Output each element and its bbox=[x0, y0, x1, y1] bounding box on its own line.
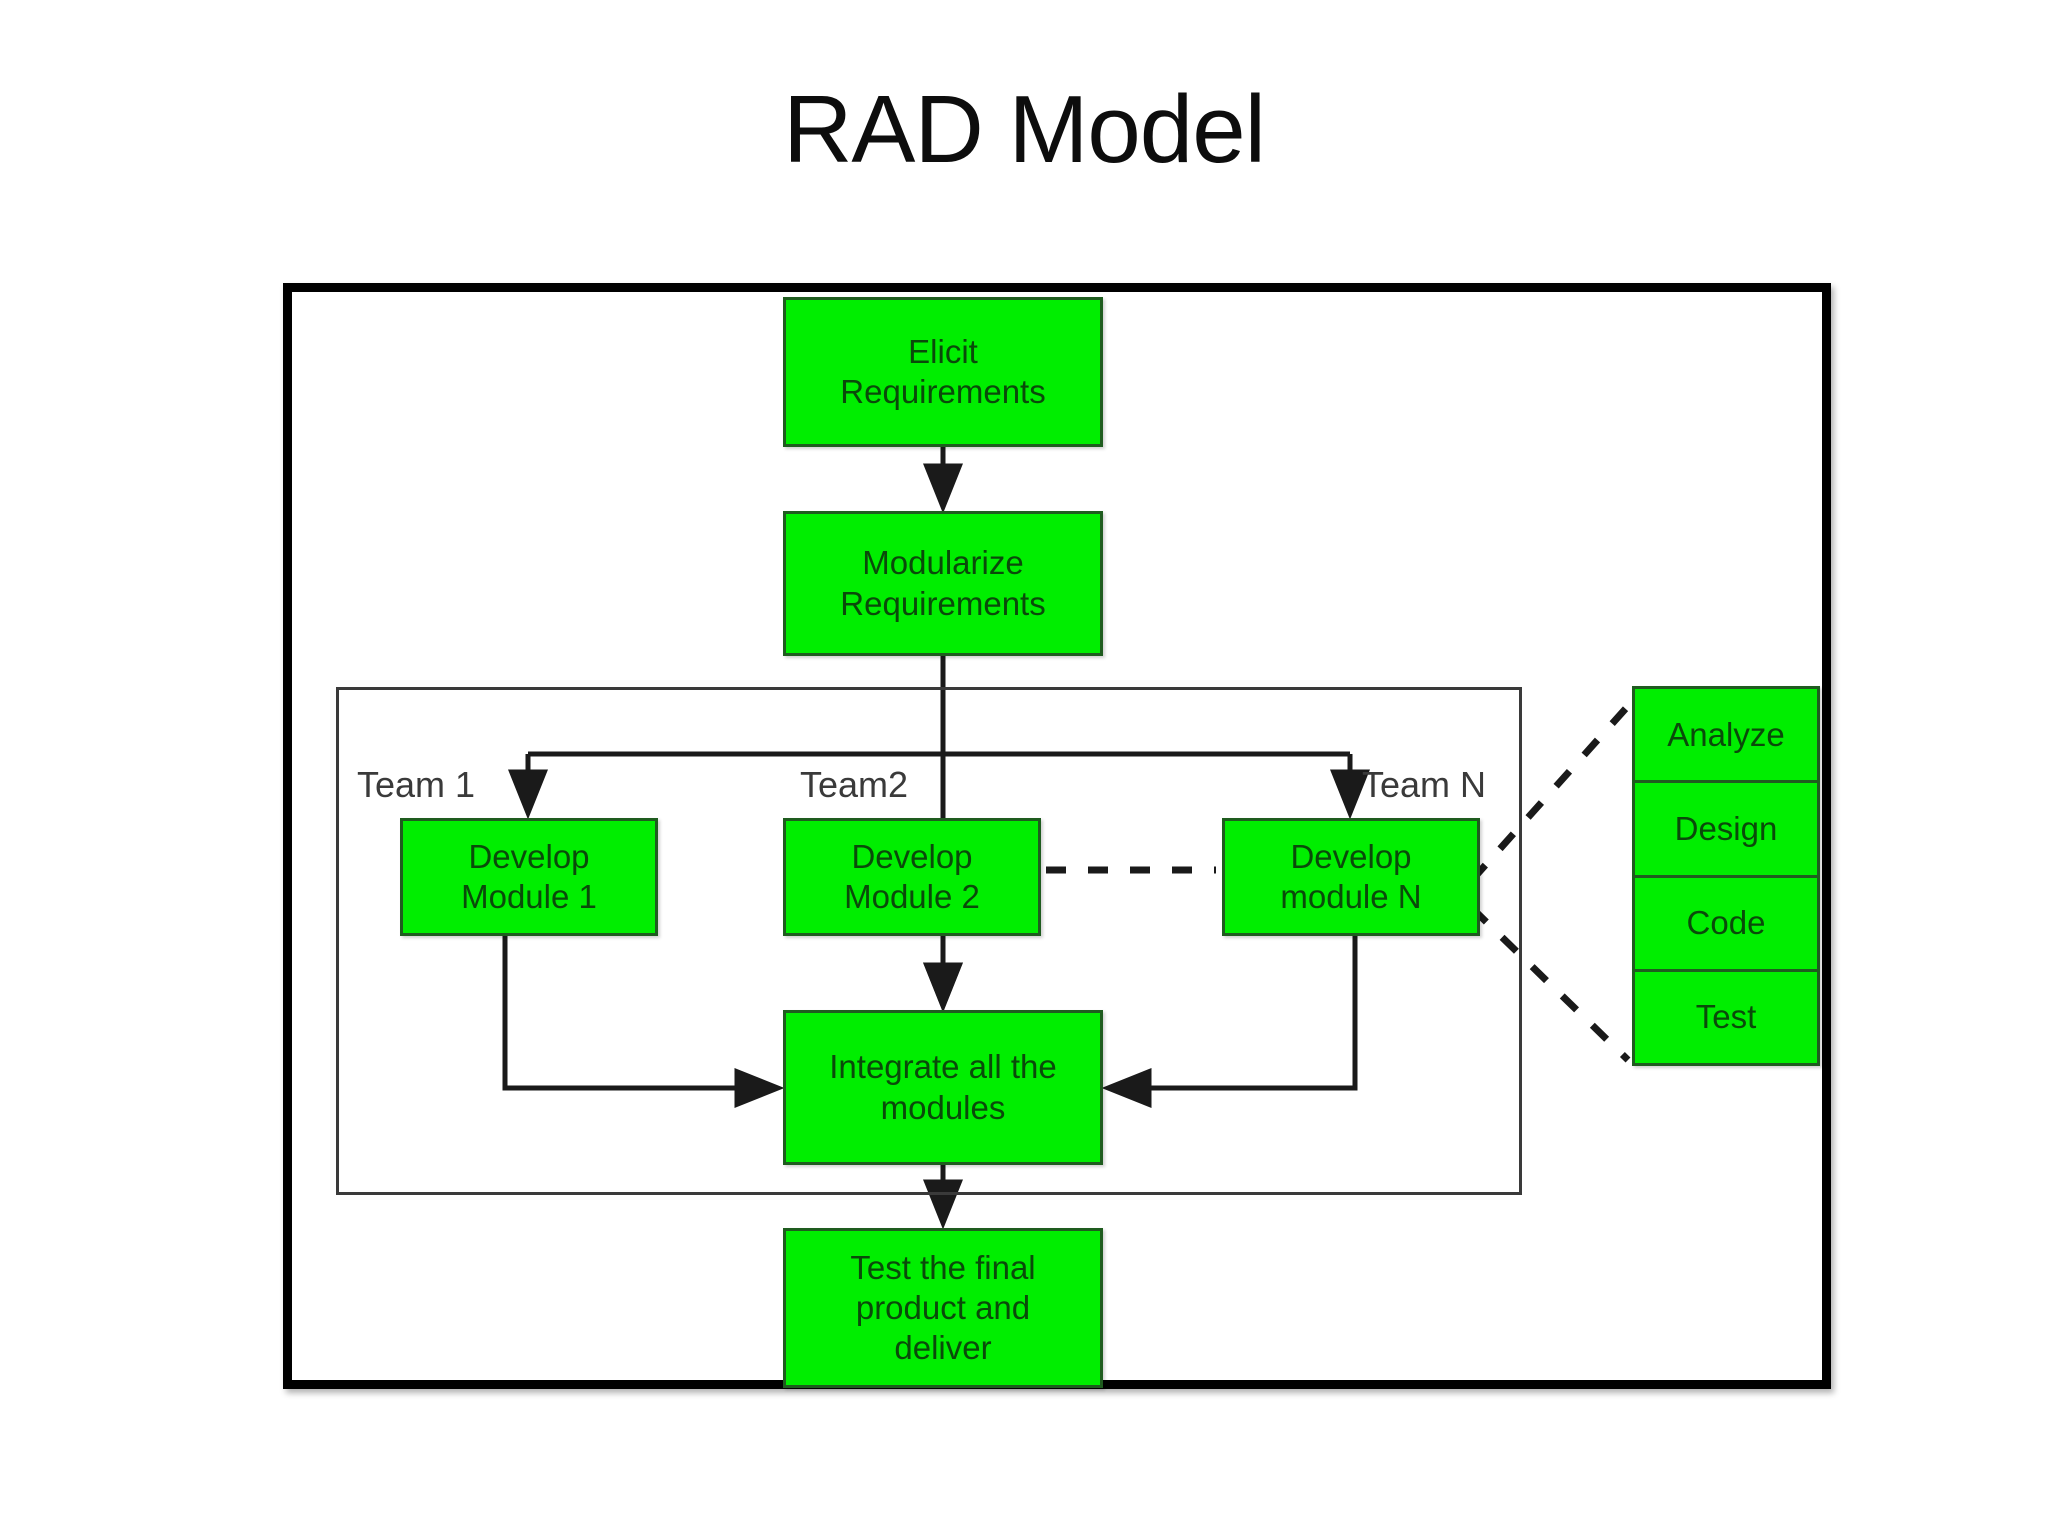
node-develop-module-2[interactable]: Develop Module 2 bbox=[783, 818, 1041, 936]
node-integrate-line1: Integrate all the bbox=[829, 1048, 1057, 1086]
phase-cell-analyze[interactable]: Analyze bbox=[1635, 689, 1817, 784]
node-elicit-requirements[interactable]: Elicit Requirements bbox=[783, 297, 1103, 447]
node-modularize-line1: Modularize bbox=[862, 544, 1024, 582]
node-testfinal-line3: deliver bbox=[894, 1329, 992, 1367]
node-module1-line2: Module 1 bbox=[461, 878, 597, 915]
node-integrate-all-modules[interactable]: Integrate all the modules bbox=[783, 1010, 1103, 1165]
node-module2-line1: Develop bbox=[851, 837, 973, 875]
node-modulen-line1: Develop bbox=[1290, 837, 1412, 875]
phase-cell-test[interactable]: Test bbox=[1695, 998, 1757, 1036]
node-develop-module-1[interactable]: Develop Module 1 bbox=[400, 818, 658, 936]
node-develop-module-n[interactable]: Develop module N bbox=[1222, 818, 1480, 936]
team-label-n: Team N bbox=[1362, 764, 1487, 805]
team-label-1: Team 1 bbox=[357, 764, 476, 805]
node-module1-line1: Develop bbox=[468, 837, 590, 875]
node-modularize-requirements[interactable]: Modularize Requirements bbox=[783, 511, 1103, 656]
phase-stack: Analyze Design Code Test bbox=[1632, 686, 1820, 1066]
node-elicit-line2: Requirements bbox=[840, 373, 1046, 410]
node-test-final-product-deliver[interactable]: Test the final product and deliver bbox=[783, 1228, 1103, 1388]
page-title: RAD Model bbox=[783, 76, 1266, 183]
team-label-2: Team2 bbox=[800, 764, 909, 805]
node-integrate-line2: modules bbox=[880, 1088, 1006, 1126]
phase-cell-code[interactable]: Code bbox=[1635, 878, 1817, 972]
node-module2-line2: Module 2 bbox=[844, 878, 980, 915]
node-modulen-line2: module N bbox=[1280, 878, 1422, 915]
node-elicit-line1: Elicit bbox=[908, 332, 978, 370]
node-testfinal-line1: Test the final bbox=[850, 1248, 1036, 1286]
node-modularize-line2: Requirements bbox=[840, 584, 1046, 622]
team-grouping-box bbox=[336, 687, 1522, 1195]
node-testfinal-line2: product and bbox=[855, 1288, 1031, 1326]
phase-cell-design[interactable]: Design bbox=[1635, 783, 1817, 878]
